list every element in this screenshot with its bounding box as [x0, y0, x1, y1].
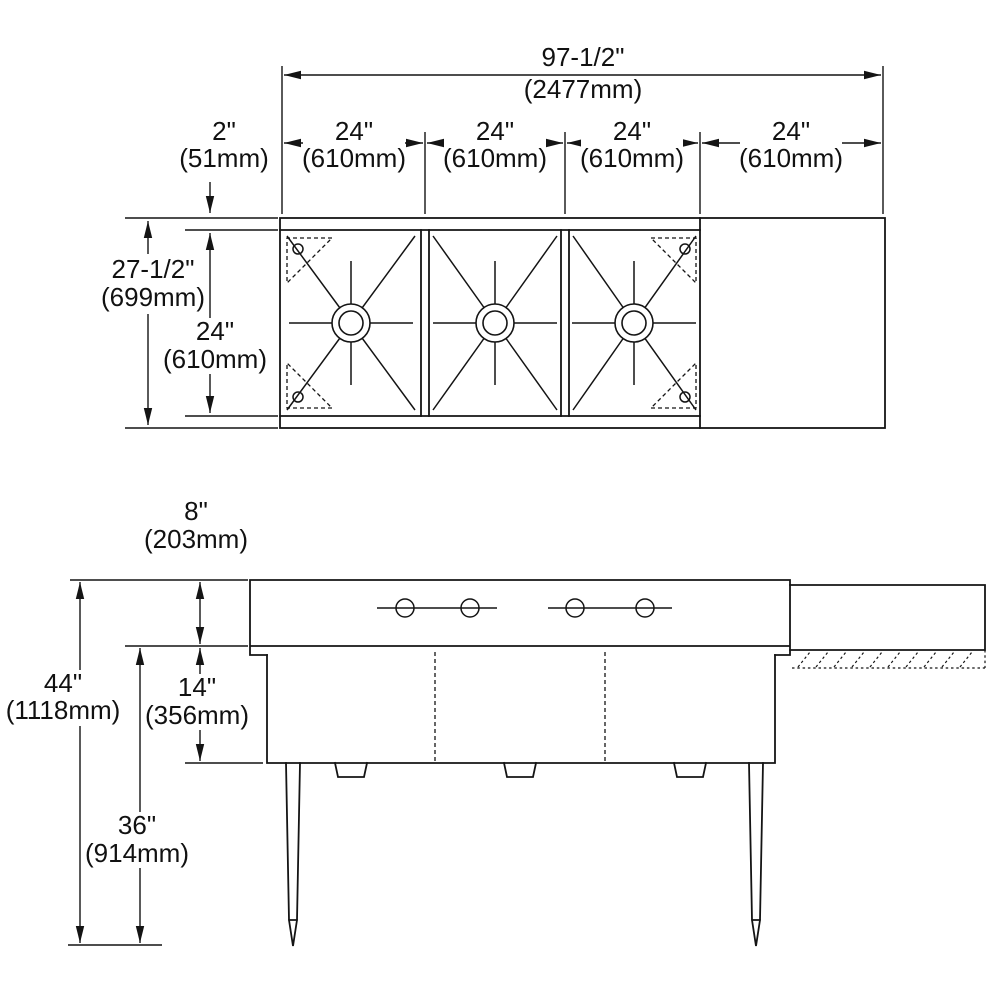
dim-comp-depth-mm: (610mm): [163, 344, 267, 374]
dim-comp-height-inches: 14": [178, 672, 216, 702]
dim-comp-height-mm: (356mm): [145, 700, 249, 730]
dim-comp4-mm: (610mm): [739, 143, 843, 173]
dim-overall-height-mm: (1118mm): [6, 695, 121, 725]
top-view-dimensions: 97-1/2" (2477mm) 24" (610mm) 24" (610mm)…: [96, 42, 884, 429]
extension-lines: [68, 579, 263, 946]
dim-backsplash-mm: (203mm): [144, 524, 248, 554]
dim-work-height-inches: 36": [118, 810, 156, 840]
faucet-hole: [565, 598, 585, 618]
dim-overall-height-inches: 44": [44, 668, 82, 698]
corner-hole: [679, 391, 691, 403]
dim-overall-width-inches: 97-1/2": [542, 42, 625, 72]
faucet-hole: [635, 598, 655, 618]
leg-left: [285, 762, 301, 947]
drain-outer: [475, 303, 515, 343]
front-view-dimensions: 8" (203mm) 44" (1118mm) 14" (356mm) 36" …: [6, 496, 263, 946]
corner-gusset: [286, 237, 333, 285]
extension-lines: [125, 217, 278, 429]
dim-comp3-mm: (610mm): [580, 143, 684, 173]
dim-comp1-mm: (610mm): [302, 143, 406, 173]
dim-comp2-inches: 24": [476, 116, 514, 146]
dim-work-height-mm: (914mm): [85, 838, 189, 868]
dim-ledge-mm: (51mm): [179, 143, 269, 173]
drain-inner: [482, 310, 508, 336]
rim-lines: [279, 229, 701, 417]
sink-outline-plan: [279, 217, 886, 429]
drain-inner: [621, 310, 647, 336]
dim-overall-width-mm: (2477mm): [524, 74, 642, 104]
drainboard: [789, 584, 986, 669]
dim-comp2-mm: (610mm): [443, 143, 547, 173]
dim-overall-depth-inches: 27-1/2": [112, 254, 195, 284]
corner-gusset: [286, 361, 333, 409]
compartment-dividers: [420, 217, 701, 429]
dim-comp4-inches: 24": [772, 116, 810, 146]
front-view: [249, 579, 986, 947]
leg-right: [748, 762, 764, 947]
corner-gusset: [650, 237, 697, 285]
extension-lines: [281, 66, 884, 214]
faucet-holes: [377, 598, 672, 618]
dim-comp1-inches: 24": [335, 116, 373, 146]
drain-outer: [331, 303, 371, 343]
bowl-1: [286, 235, 416, 411]
dim-comp-depth-inches: 24": [196, 316, 234, 346]
dim-backsplash-inches: 8": [184, 496, 208, 526]
bowl-3: [572, 235, 697, 411]
corner-hole: [679, 243, 691, 255]
bowl-apron: [266, 654, 776, 764]
faucet-hole: [395, 598, 415, 618]
drainboard-hatch: [797, 651, 973, 668]
corner-hole: [292, 391, 304, 403]
bowl-divider-hidden-lines: [434, 652, 606, 763]
bowl-2: [432, 235, 558, 411]
corner-gusset: [650, 361, 697, 409]
corner-hole: [292, 243, 304, 255]
faucet-hole: [460, 598, 480, 618]
dim-overall-depth-mm: (699mm): [101, 282, 205, 312]
drain-fittings: [333, 761, 708, 778]
top-view: [279, 217, 886, 429]
drain-outer: [614, 303, 654, 343]
dim-comp3-inches: 24": [613, 116, 651, 146]
drain-inner: [338, 310, 364, 336]
sink-body-front: [249, 579, 791, 656]
dim-ledge-inches: 2": [212, 116, 236, 146]
